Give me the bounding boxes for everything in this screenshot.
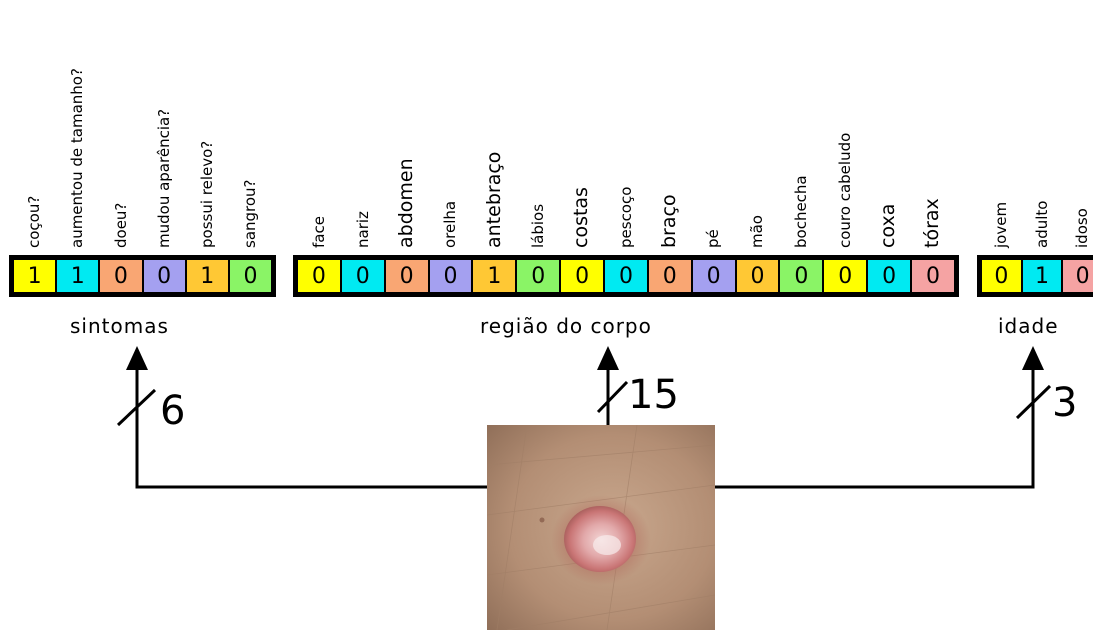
age-feature-label-0: jovem — [992, 202, 1010, 248]
symptoms-feature-label-3: mudou aparência? — [155, 109, 173, 248]
region-cell-11: 0 — [780, 260, 822, 292]
region-feature-label-7: pescoço — [617, 187, 635, 248]
region-cell-9: 0 — [693, 260, 735, 292]
age-group-label: idade — [998, 314, 1059, 338]
region-count: 15 — [628, 372, 679, 418]
age-cell-1: 1 — [1023, 260, 1062, 292]
symptoms-feature-label-2: doeu? — [112, 203, 130, 248]
region-cell-13: 0 — [868, 260, 910, 292]
region-feature-label-12: couro cabeludo — [836, 133, 854, 248]
region-feature-label-9: pé — [704, 229, 722, 248]
symptoms-cell-4: 1 — [187, 260, 228, 292]
symptoms-cell-1: 1 — [57, 260, 98, 292]
region-feature-label-14: tórax — [921, 198, 943, 248]
arrow-head-symptoms — [126, 346, 148, 370]
region-cell-4: 1 — [473, 260, 515, 292]
symptoms-feature-label-5: sangrou? — [241, 179, 259, 248]
symptoms-feature-label-1: aumentou de tamanho? — [68, 68, 86, 248]
region-feature-label-3: orelha — [441, 201, 459, 248]
region-cell-8: 0 — [649, 260, 691, 292]
symptoms-feature-label-0: coçou? — [25, 196, 43, 248]
age-count: 3 — [1052, 380, 1077, 426]
wire-symptoms — [137, 368, 487, 487]
age-cell-2: 0 — [1063, 260, 1093, 292]
age-feature-label-1: adulto — [1033, 201, 1051, 248]
region-vector: 000010000000000 — [293, 255, 959, 297]
slash-region — [598, 382, 627, 412]
symptoms-count: 6 — [160, 388, 185, 434]
region-cell-5: 0 — [517, 260, 559, 292]
wire-age — [715, 368, 1033, 487]
region-feature-label-1: nariz — [354, 211, 372, 248]
region-cell-12: 0 — [824, 260, 866, 292]
age-feature-label-2: idoso — [1073, 208, 1091, 248]
region-feature-label-4: antebraço — [483, 152, 505, 248]
region-feature-label-11: bochecha — [792, 175, 810, 248]
region-cell-3: 0 — [430, 260, 472, 292]
region-group-label: região do corpo — [480, 314, 652, 338]
symptoms-cell-5: 0 — [230, 260, 271, 292]
region-cell-7: 0 — [605, 260, 647, 292]
region-cell-1: 0 — [342, 260, 384, 292]
region-feature-label-10: mão — [748, 215, 766, 248]
symptoms-cell-3: 0 — [144, 260, 185, 292]
arrow-head-region — [597, 346, 619, 370]
region-cell-2: 0 — [386, 260, 428, 292]
region-cell-0: 0 — [298, 260, 340, 292]
region-cell-10: 0 — [737, 260, 779, 292]
symptoms-group-label: sintomas — [70, 314, 169, 338]
arrow-head-age — [1022, 346, 1044, 370]
symptoms-cell-0: 1 — [14, 260, 55, 292]
region-feature-label-2: abdomen — [395, 158, 417, 248]
symptoms-vector: 110010 — [9, 255, 276, 297]
region-feature-label-8: braço — [658, 194, 680, 248]
age-vector: 010 — [977, 255, 1093, 297]
region-cell-6: 0 — [561, 260, 603, 292]
region-feature-label-13: coxa — [877, 204, 899, 248]
symptoms-feature-label-4: possui relevo? — [198, 141, 216, 248]
symptoms-cell-2: 0 — [100, 260, 141, 292]
region-feature-label-6: costas — [570, 187, 592, 248]
region-cell-14: 0 — [912, 260, 954, 292]
skin-lesion-photo — [487, 425, 715, 630]
region-feature-label-0: face — [310, 216, 328, 248]
region-feature-label-5: lábios — [529, 204, 547, 248]
age-cell-0: 0 — [982, 260, 1021, 292]
